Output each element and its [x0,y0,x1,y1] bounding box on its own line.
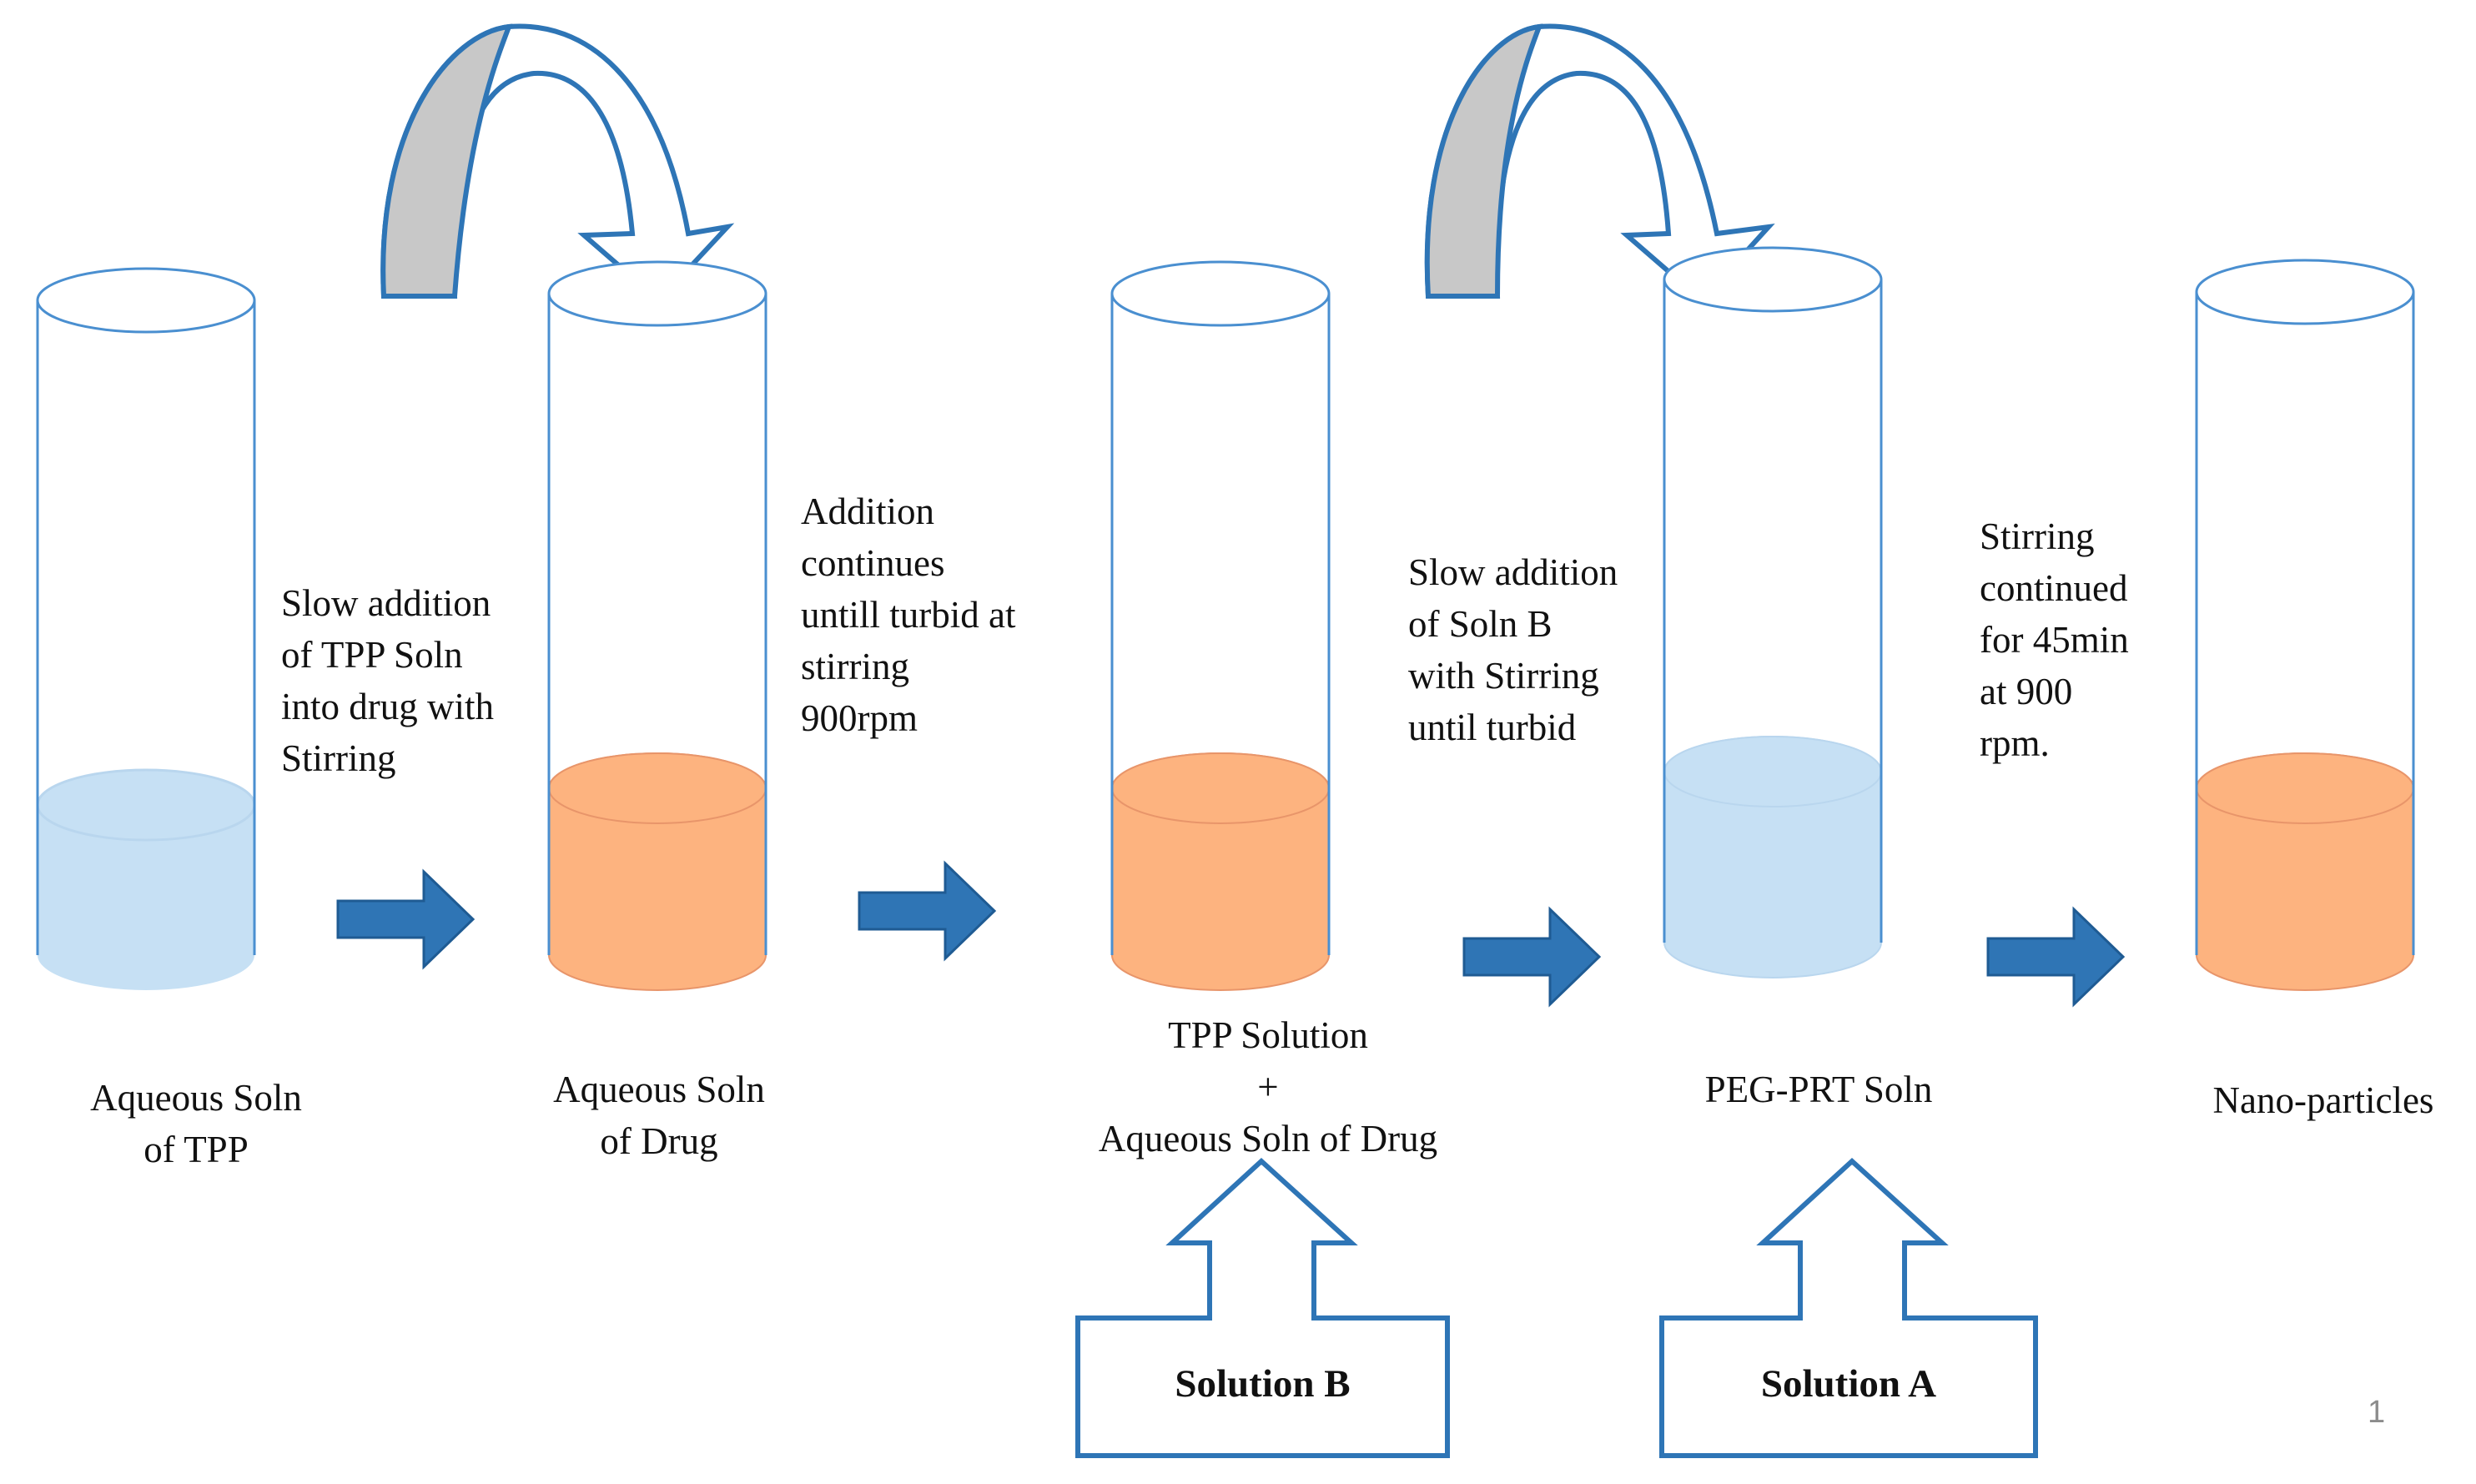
solution-a-box [1659,1157,2038,1458]
tube-4 [1663,246,1883,978]
flow-arrow-3 [1462,906,1602,1008]
tube-4-label: PEG-PRT Soln [1704,1069,1933,1110]
tube-5-label: Nano-particles [2212,1079,2434,1121]
solution-b-box [1075,1157,1450,1458]
tube-5 [2195,259,2415,991]
tube-2-label: Aqueous Soln of Drug [553,1069,765,1162]
step-3-text: Slow addition of Soln B with Stirring un… [1408,551,1618,748]
tube-3-label: TPP Solution + Aqueous Soln of Drug [1098,1014,1438,1160]
tube-1-label: Aqueous Soln of TPP [90,1077,302,1170]
solution-b-label: Solution B [1175,1362,1351,1406]
tube-2 [547,260,767,991]
curved-arrow-1 [380,23,735,304]
step-1-text: Slow addition of TPP Soln into drug with… [281,582,494,779]
flow-arrow-2 [858,860,997,962]
curved-arrow-2 [1424,23,1775,304]
step-2-text: Addition continues untill turbid at stir… [801,490,1016,739]
tube-3 [1110,260,1331,991]
solution-a-label: Solution A [1760,1362,1937,1406]
tube-1 [36,267,256,990]
page-number: 1 [2368,1395,2386,1430]
flow-arrow-1 [336,868,476,970]
flow-arrow-4 [1986,906,2126,1008]
step-4-text: Stirring continued for 45min at 900 rpm. [1980,516,2129,764]
